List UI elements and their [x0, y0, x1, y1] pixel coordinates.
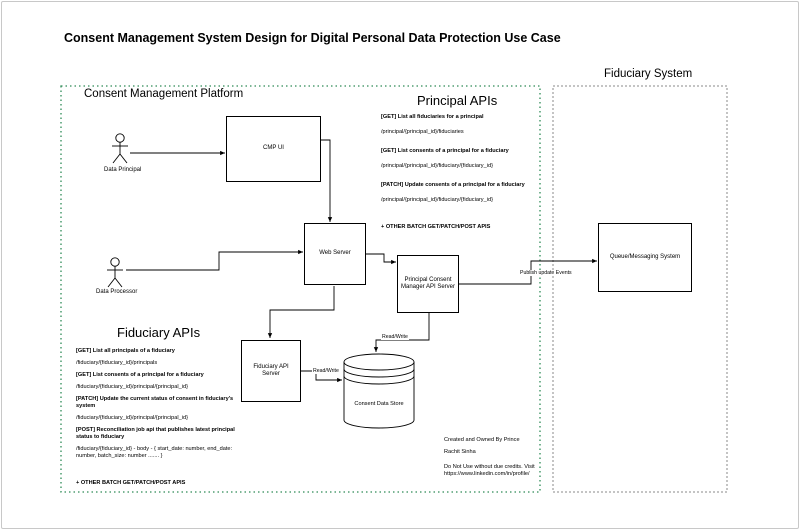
- principal-api-1-path: /principal/{principal_id}/fiduciary/{fid…: [381, 163, 493, 169]
- data-processor-label: Data Processor: [96, 289, 138, 295]
- fiduciary-apis-heading: Fiduciary APIs: [117, 325, 201, 340]
- principal-api-0-method: [GET] List all fiduciaries for a princip…: [381, 114, 484, 120]
- fiduciary-api-server-label: Fiduciary API Server: [253, 363, 289, 378]
- edge-processor-to-web-server: [126, 249, 303, 271]
- edge-web-server-to-fiduciary-api: [267, 286, 335, 338]
- fiduciary-api-2-method: [PATCH] Update the current status of con…: [76, 396, 234, 409]
- data-processor-actor-icon: [107, 257, 123, 288]
- principal-apis-list: [GET] List all fiduciaries for a princip…: [381, 114, 541, 231]
- data-principal-label: Data Principal: [104, 167, 142, 173]
- principal-apis-heading: Principal APIs: [417, 93, 498, 108]
- cmp-region-border: [60, 85, 541, 493]
- data-principal-actor-icon: [112, 133, 128, 164]
- consent-data-store-cylinder: [343, 353, 415, 429]
- queue-messaging-box: Queue/Messaging System: [598, 223, 692, 292]
- edge-fiduciary-api-to-data-store: [301, 370, 342, 383]
- diagram-title: Consent Management System Design for Dig…: [64, 31, 561, 45]
- web-server-box: Web Server: [304, 223, 366, 285]
- fiduciary-api-2-path: /fiduciary/{fiduciary_id}/principal/{pri…: [76, 415, 188, 421]
- fiduciary-apis-other: + OTHER BATCH GET/PATCH/POST APIS: [76, 480, 186, 486]
- fiduciary-api-0-method: [GET] List all principals of a fiduciary: [76, 348, 175, 354]
- fiduciary-region-label: Fiduciary System: [604, 68, 693, 80]
- principal-apis-other: + OTHER BATCH GET/PATCH/POST APIS: [381, 224, 491, 230]
- read-write-edge-label-fiduciary: Read/Write: [312, 368, 340, 374]
- edge-web-server-to-consent-manager: [366, 253, 396, 265]
- cmp-region-label: Consent Management Platform: [84, 88, 244, 100]
- principal-consent-manager-box: Principal Consent Manager API Server: [397, 255, 459, 313]
- fiduciary-api-1-path: /fiduciary/{fiduciary_id}/principal/{pri…: [76, 384, 188, 390]
- principal-consent-manager-label: Principal Consent Manager API Server: [400, 276, 456, 291]
- publish-events-edge-label: Publish update Events: [519, 270, 573, 276]
- fiduciary-api-1-method: [GET] List consents of a principal for a…: [76, 372, 204, 378]
- consent-data-store-label: Consent Data Store: [354, 401, 404, 407]
- fiduciary-api-3-method: [POST] Reconciliation job api that publi…: [76, 427, 235, 440]
- fiduciary-api-3-path: /fiduciary/{fiduciary_id} - body - { sta…: [76, 446, 233, 459]
- fiduciary-apis-list: [GET] List all principals of a fiduciary…: [76, 348, 236, 460]
- web-server-label: Web Server: [319, 250, 351, 257]
- principal-api-2-method: [PATCH] Update consents of a principal f…: [381, 182, 525, 188]
- credits-line-1: Created and Owned By Prince: [444, 437, 520, 443]
- queue-messaging-label: Queue/Messaging System: [609, 253, 681, 260]
- credits-line-2: Rachit Sinha: [444, 449, 476, 455]
- credits-block: Created and Owned By Prince Rachit Sinha…: [444, 437, 536, 478]
- edge-consent-manager-to-data-store: [373, 313, 430, 352]
- fiduciary-api-server-box: Fiduciary API Server: [241, 340, 301, 402]
- fiduciary-api-0-path: /fiduciary/{fiduciary_id}/principals: [76, 360, 158, 366]
- read-write-edge-label-manager: Read/Write: [381, 334, 409, 340]
- fiduciary-region-border: [552, 85, 728, 493]
- cmp-ui-label: CMP UI: [263, 145, 284, 152]
- edge-cmp-ui-to-web-server: [321, 139, 333, 222]
- principal-api-0-path: /principal/{principal_id}/fiduciaries: [381, 129, 464, 135]
- principal-api-1-method: [GET] List consents of a principal for a…: [381, 148, 509, 154]
- cmp-ui-box: CMP UI: [226, 116, 321, 182]
- credits-line-3: Do Not Use without due credits. Visit ht…: [444, 464, 535, 477]
- principal-api-2-path: /principal/{principal_id}/fiduciary/{fid…: [381, 197, 493, 203]
